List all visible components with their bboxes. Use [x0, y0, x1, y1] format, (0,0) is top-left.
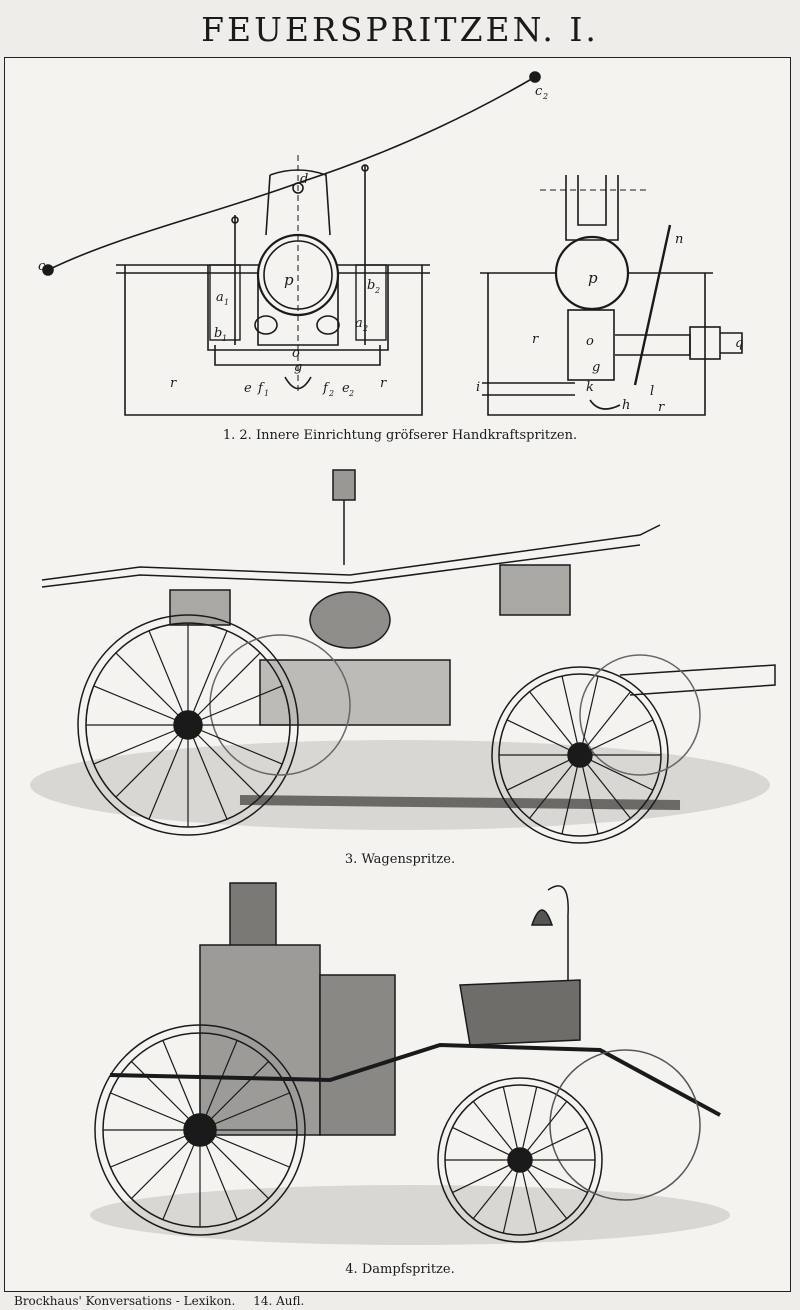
wheel-spoke	[199, 1129, 270, 1200]
label-e2: e	[342, 381, 350, 396]
wheel-spoke	[502, 1086, 521, 1161]
figure-3-caption: 3. Wagenspritze.	[344, 852, 456, 867]
wheel-spoke	[110, 1129, 201, 1168]
wheel-spoke	[519, 1159, 538, 1234]
wheel-spoke	[115, 652, 189, 726]
label-r-fig1-left: r	[170, 376, 177, 391]
wheel-spoke	[199, 1129, 238, 1220]
label-e: e	[244, 381, 252, 396]
wheel-spoke	[472, 1159, 521, 1220]
label-a2-sub: 2	[362, 324, 368, 333]
wheel-spoke	[148, 724, 189, 820]
footer-publisher: Brockhaus' Konversations - Lexikon.	[14, 1294, 236, 1308]
wheel-spoke	[452, 1159, 521, 1194]
wheel-spoke	[110, 1092, 201, 1131]
label-c2: c	[535, 84, 543, 99]
wheel-spoke	[187, 724, 228, 820]
label-f2: f	[322, 381, 330, 396]
wheel-spoke	[519, 1159, 588, 1194]
wheel-spoke	[502, 1159, 521, 1234]
wheel-spoke	[579, 754, 599, 835]
wheel-spoke	[162, 1040, 201, 1131]
label-l: l	[650, 384, 654, 399]
label-c1: c	[38, 259, 46, 274]
plate-title: FEUERSPRITZEN. I.	[201, 10, 599, 49]
label-b1: b	[214, 326, 222, 341]
wheel-spoke	[519, 1159, 568, 1220]
figure-4-dampfspritze-illustration	[90, 882, 730, 1245]
wheel-spoke	[506, 719, 581, 756]
label-a1: a	[216, 290, 224, 305]
wheel-spoke	[529, 691, 581, 756]
wheel-spoke	[519, 1126, 588, 1161]
wheel-spoke	[199, 1092, 290, 1131]
label-a1-sub: 1	[224, 298, 229, 307]
label-r-fig1-right: r	[380, 376, 387, 391]
wheel-spoke	[529, 754, 581, 819]
figure-3-wagenspritze-illustration	[30, 469, 776, 844]
label-a2: a	[355, 316, 363, 331]
wheel-spoke	[93, 724, 189, 765]
wheel-spoke	[187, 652, 261, 726]
wheel-spoke	[199, 1060, 270, 1131]
wheel-spoke	[199, 1040, 238, 1131]
wheel-spoke	[187, 724, 283, 765]
label-g-fig1: g	[294, 360, 302, 375]
label-e2-sub: 2	[348, 389, 354, 398]
figure-1-2-caption: 1. 2. Innere Einrichtung gröfserer Handk…	[222, 428, 578, 443]
figure-1-2-diagram: c 1 c 2 d p a 1 a 2 b 1 b 2 o g r r e f …	[38, 71, 743, 416]
wheel-spoke	[199, 1129, 290, 1168]
wheel-spoke	[579, 675, 599, 756]
label-n: n	[675, 232, 683, 247]
wheel-spoke	[130, 1129, 201, 1200]
label-p-fig2: p	[588, 269, 598, 287]
footer-edition: 14. Aufl.	[253, 1294, 305, 1308]
label-b2: b	[367, 278, 375, 293]
footer-imprint: Brockhaus' Konversations - Lexikon. 14. …	[14, 1294, 318, 1308]
wheel-spoke	[93, 685, 189, 726]
wheel-spoke	[579, 691, 631, 756]
wheel-spoke	[519, 1100, 568, 1161]
wheel-spoke	[519, 1086, 538, 1161]
label-p-fig1: p	[284, 271, 294, 289]
label-g-fig2: g	[592, 360, 600, 375]
wheel-spoke	[579, 754, 631, 819]
wheel-spoke	[187, 685, 283, 726]
wheel-spoke	[187, 630, 228, 726]
wheel-spoke	[579, 754, 654, 791]
label-f2-sub: 2	[328, 389, 334, 398]
label-q: q	[735, 336, 743, 351]
label-b1-sub: 1	[222, 334, 227, 343]
wheel-spoke	[148, 630, 189, 726]
label-r-fig2-right: r	[658, 400, 665, 415]
wheel-spoke	[561, 675, 581, 756]
label-o-fig2: o	[586, 334, 594, 349]
label-h: h	[622, 398, 630, 413]
label-f1-sub: 1	[264, 389, 269, 398]
label-r-fig2-left: r	[532, 332, 539, 347]
wheel-spoke	[115, 724, 189, 798]
wheel-spoke	[579, 719, 654, 756]
label-f1: f	[257, 381, 265, 396]
wheel-spoke	[162, 1129, 201, 1220]
wheel-spoke	[187, 724, 261, 798]
label-b2-sub: 2	[374, 286, 380, 295]
wheel-spoke	[452, 1126, 521, 1161]
wheel-spoke	[506, 754, 581, 791]
figure-4-caption: 4. Dampfspritze.	[345, 1262, 455, 1277]
wheel-spoke	[561, 754, 581, 835]
label-i: i	[476, 380, 480, 395]
label-o-fig1: o	[292, 346, 300, 361]
label-c2-sub: 2	[542, 92, 548, 101]
wheel-spoke	[472, 1100, 521, 1161]
label-k: k	[586, 380, 594, 395]
wheel-spoke	[130, 1060, 201, 1131]
label-d: d	[300, 172, 308, 187]
label-c1-sub: 1	[46, 267, 51, 276]
